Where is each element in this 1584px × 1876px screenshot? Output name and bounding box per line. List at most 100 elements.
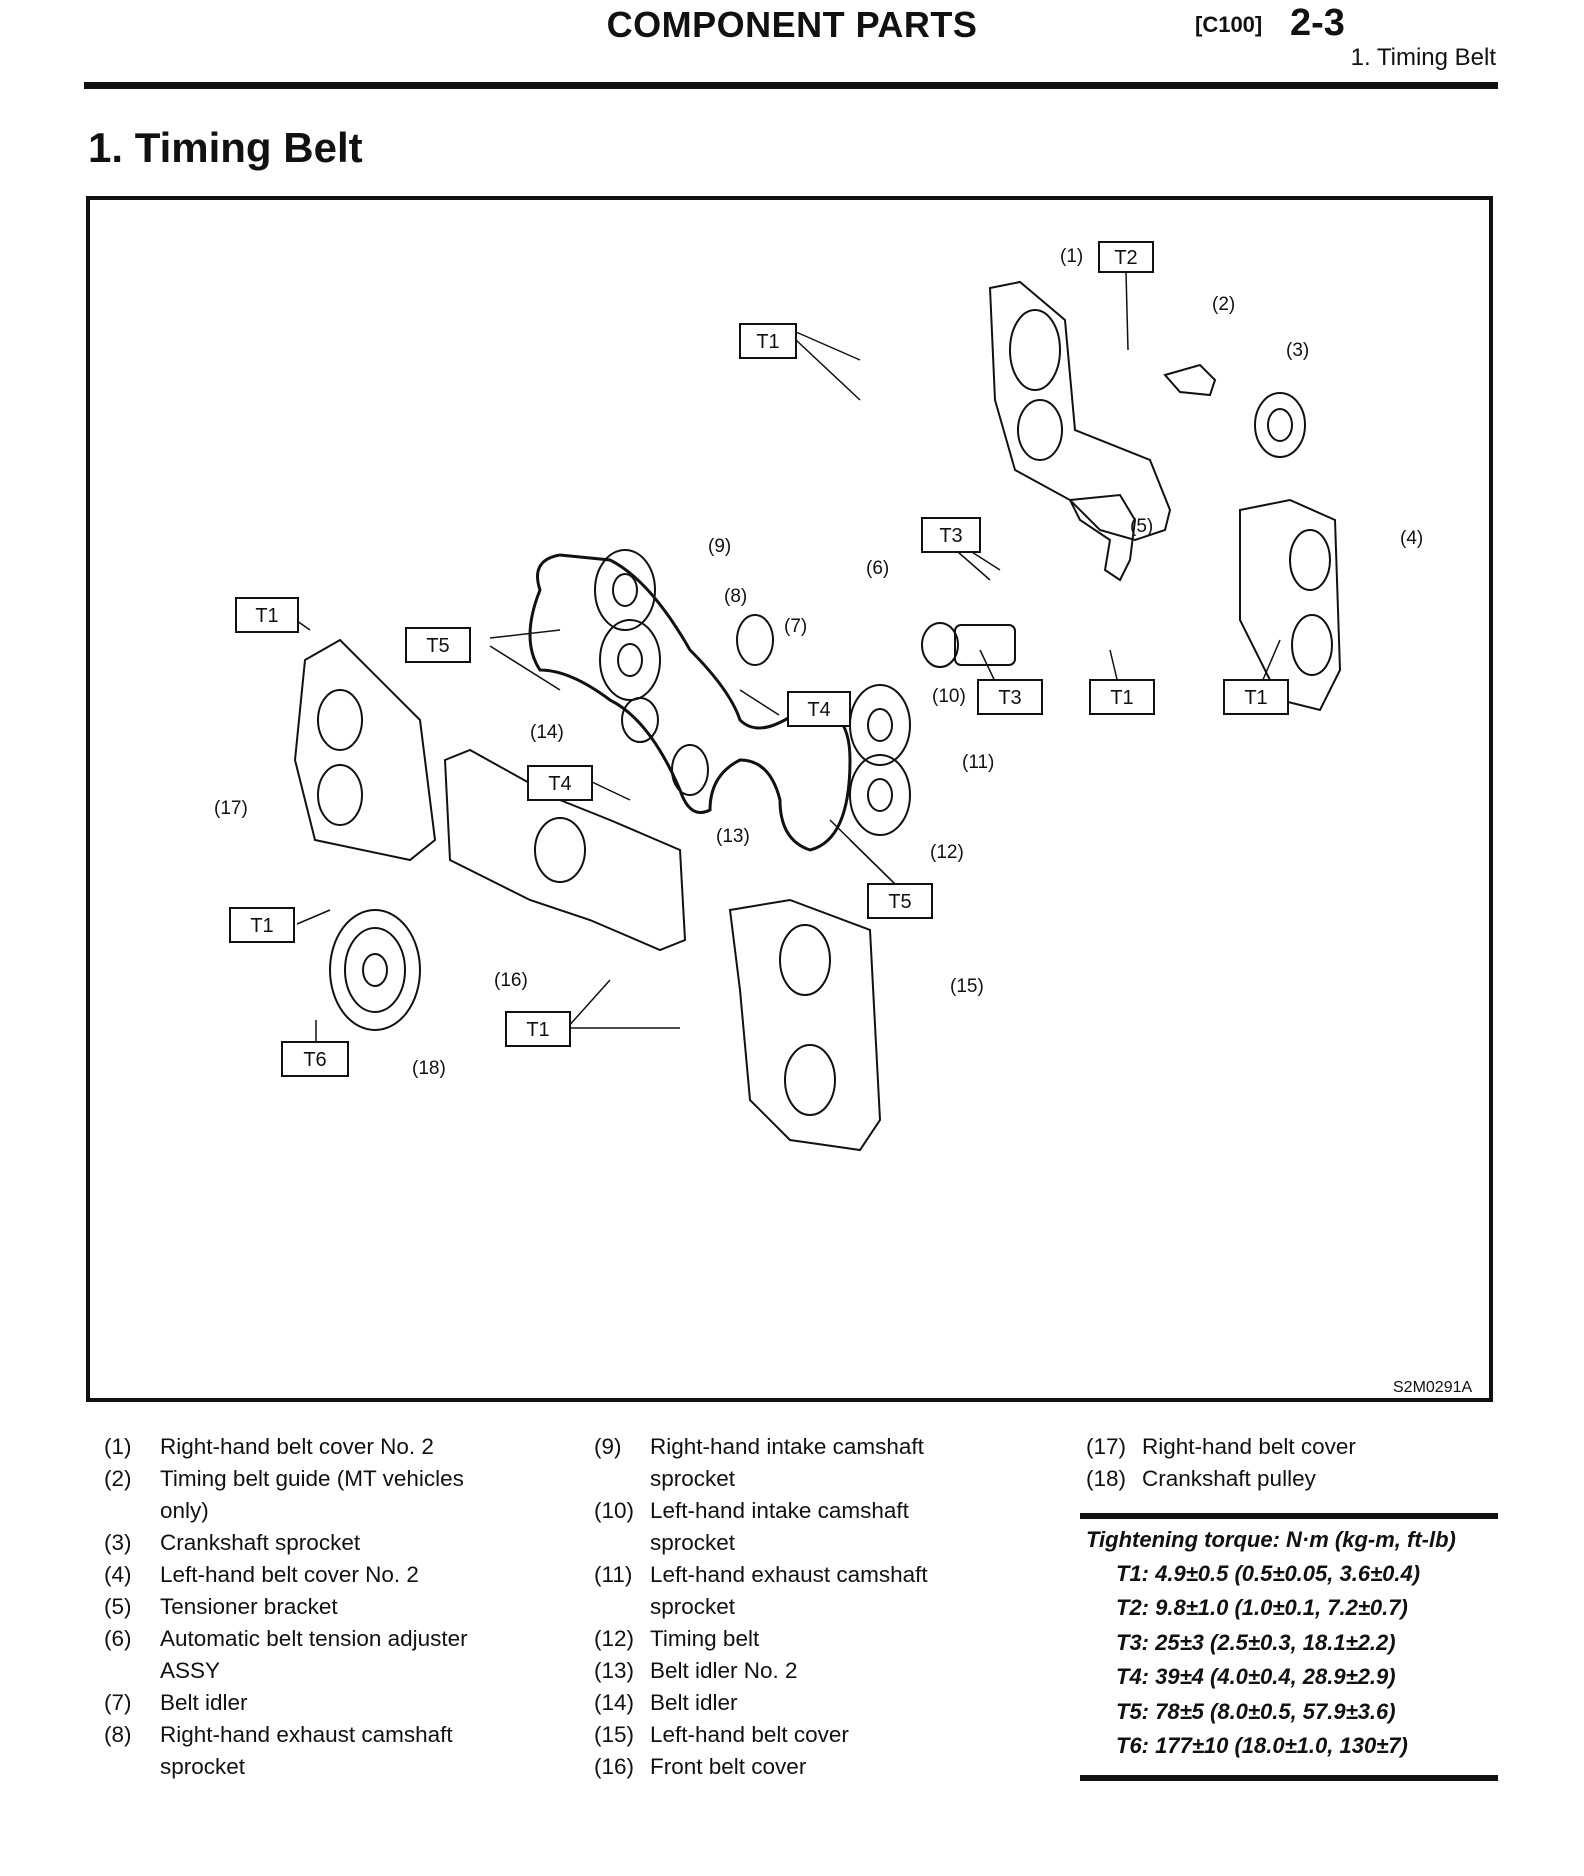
legend-item: (8)Right-hand exhaust camshaft sprocket xyxy=(104,1722,453,1779)
svg-text:T2: T2 xyxy=(1114,247,1137,269)
timing-belt-drawing: T1 T2 T3 T1 T5 T4 T3 T1 T1 T4 T5 T1 T1 T… xyxy=(214,241,1489,1396)
svg-text:(6): (6) xyxy=(866,558,889,579)
svg-text:(10): (10) xyxy=(932,686,966,707)
torque-line-t3: T3: 25±3 (2.5±0.3, 18.1±2.2) xyxy=(1116,1630,1396,1655)
rh-camshaft-sprockets xyxy=(594,549,661,701)
lh-belt-cover-no2-part xyxy=(1239,498,1342,712)
tag-t1-a: T1 xyxy=(739,323,797,359)
torque-spec-box: Tightening torque: N·m (kg-m, ft-lb) T1:… xyxy=(1080,1513,1498,1781)
legend-item: (16)Front belt cover xyxy=(594,1754,807,1779)
tag-t3-b: T3 xyxy=(977,679,1043,715)
belt-idler-14-part xyxy=(621,697,659,743)
legend-item: (7)Belt idler xyxy=(104,1690,248,1715)
svg-text:(11): (11) xyxy=(962,752,994,773)
crankshaft-pulley-part xyxy=(329,909,421,1031)
legend-item: (13)Belt idler No. 2 xyxy=(594,1658,798,1683)
legend-item: (1)Right-hand belt cover No. 2 xyxy=(104,1434,434,1459)
svg-text:T1: T1 xyxy=(1244,687,1267,709)
torque-tags: T1 T2 T3 T1 T5 T4 T3 T1 T1 T4 T5 T1 T1 T… xyxy=(229,241,1289,1077)
torque-rule-top xyxy=(1080,1513,1498,1519)
header-page-number: 2-3 xyxy=(1290,2,1345,44)
svg-text:(2): (2) xyxy=(1212,294,1235,315)
svg-text:T4: T4 xyxy=(807,699,830,721)
lh-belt-cover-part xyxy=(728,898,882,1152)
exploded-diagram: T1 T2 T3 T1 T5 T4 T3 T1 T1 T4 T5 T1 T1 T… xyxy=(86,196,1493,1402)
legend-item: (11)Left-hand exhaust camshaft sprocket xyxy=(594,1562,928,1619)
belt-guide-part xyxy=(1163,363,1217,397)
legend-column-3: (17)Right-hand belt cover (18)Crankshaft… xyxy=(1086,1431,1466,1495)
tensioner-bracket-part xyxy=(1068,493,1137,582)
lh-camshaft-sprockets xyxy=(849,684,911,836)
svg-text:T1: T1 xyxy=(255,605,278,627)
svg-text:(13): (13) xyxy=(716,826,750,847)
torque-line-t4: T4: 39±4 (4.0±0.4, 28.9±2.9) xyxy=(1116,1664,1396,1689)
legend-item: (6)Automatic belt tension adjuster ASSY xyxy=(104,1626,468,1683)
tag-t5-a: T5 xyxy=(405,627,471,663)
belt-idler-no2-part xyxy=(671,744,709,796)
svg-text:(8): (8) xyxy=(724,586,747,607)
header-subtitle: 1. Timing Belt xyxy=(1350,44,1496,71)
legend-item: (3)Crankshaft sprocket xyxy=(104,1530,361,1555)
header-rule xyxy=(84,82,1498,89)
tag-t1-e: T1 xyxy=(229,907,295,943)
legend-item: (17)Right-hand belt cover xyxy=(1086,1434,1356,1459)
svg-text:(12): (12) xyxy=(930,842,964,863)
svg-text:(15): (15) xyxy=(950,976,984,997)
svg-text:T1: T1 xyxy=(756,331,779,353)
torque-line-t2: T2: 9.8±1.0 (1.0±0.1, 7.2±0.7) xyxy=(1116,1595,1408,1620)
svg-text:T1: T1 xyxy=(526,1019,549,1041)
svg-text:(1): (1) xyxy=(1060,246,1083,267)
svg-text:T5: T5 xyxy=(888,891,911,913)
tag-t4-a: T4 xyxy=(787,691,851,727)
svg-text:T1: T1 xyxy=(1110,687,1133,709)
legend-column-2: (9)Right-hand intake camshaft sprocket (… xyxy=(594,1431,1004,1783)
legend-item: (18)Crankshaft pulley xyxy=(1086,1466,1316,1491)
rh-belt-cover-part xyxy=(293,638,437,862)
svg-text:(3): (3) xyxy=(1286,340,1309,361)
callout-numbers: (1) (2) (3) (4) (5) (6) (7) (8) (9) (10)… xyxy=(214,246,1423,1079)
svg-text:(7): (7) xyxy=(784,616,807,637)
page-header-title: COMPONENT PARTS xyxy=(606,4,978,45)
legend-item: (5)Tensioner bracket xyxy=(104,1594,338,1619)
tension-adjuster-part xyxy=(921,622,1016,668)
torque-line-t1: T1: 4.9±0.5 (0.5±0.05, 3.6±0.4) xyxy=(1116,1561,1421,1586)
svg-text:T3: T3 xyxy=(939,525,962,547)
torque-rule-bottom xyxy=(1080,1775,1498,1781)
legend-item: (12)Timing belt xyxy=(594,1626,760,1651)
legend-item: (2)Timing belt guide (MT vehicles only) xyxy=(104,1466,464,1523)
figure-code: S2M0291A xyxy=(1393,1379,1472,1396)
tag-t6: T6 xyxy=(281,1041,349,1077)
svg-text:(9): (9) xyxy=(708,536,731,557)
rh-belt-cover-no2-part xyxy=(988,280,1172,542)
svg-text:T5: T5 xyxy=(426,635,449,657)
torque-line-t6: T6: 177±10 (18.0±1.0, 130±7) xyxy=(1116,1733,1408,1758)
svg-text:(5): (5) xyxy=(1130,516,1153,537)
tag-t1-d: T1 xyxy=(1223,679,1289,715)
crankshaft-sprocket-part xyxy=(1254,392,1306,458)
tag-t5-b: T5 xyxy=(867,883,933,919)
torque-title: Tightening torque: N·m (kg-m, ft-lb) xyxy=(1086,1527,1456,1552)
tag-t4-b: T4 xyxy=(527,765,593,801)
belt-idler-part xyxy=(736,614,774,666)
header-section-code: [C100] xyxy=(1195,12,1263,37)
svg-text:T4: T4 xyxy=(548,773,571,795)
section-title: 1. Timing Belt xyxy=(88,124,363,171)
legend-item: (9)Right-hand intake camshaft sprocket xyxy=(594,1434,924,1491)
leader-lines xyxy=(289,271,1281,1041)
legend-item: (15)Left-hand belt cover xyxy=(594,1722,849,1747)
svg-text:(17): (17) xyxy=(214,798,248,819)
svg-text:T3: T3 xyxy=(998,687,1021,709)
legend-column-1: (1)Right-hand belt cover No. 2 (2)Timing… xyxy=(104,1431,524,1783)
svg-text:(4): (4) xyxy=(1400,528,1423,549)
tag-t3-a: T3 xyxy=(921,517,981,553)
timing-belt-part xyxy=(528,553,852,852)
legend-item: (10)Left-hand intake camshaft sprocket xyxy=(594,1498,909,1555)
legend-item: (14)Belt idler xyxy=(594,1690,738,1715)
tag-t1-c: T1 xyxy=(1089,679,1155,715)
svg-text:T6: T6 xyxy=(303,1049,326,1071)
legend-item: (4)Left-hand belt cover No. 2 xyxy=(104,1562,419,1587)
torque-line-t5: T5: 78±5 (8.0±0.5, 57.9±3.6) xyxy=(1116,1699,1396,1724)
svg-text:T1: T1 xyxy=(250,915,273,937)
svg-text:(18): (18) xyxy=(412,1058,446,1079)
tag-t2: T2 xyxy=(1098,241,1154,273)
